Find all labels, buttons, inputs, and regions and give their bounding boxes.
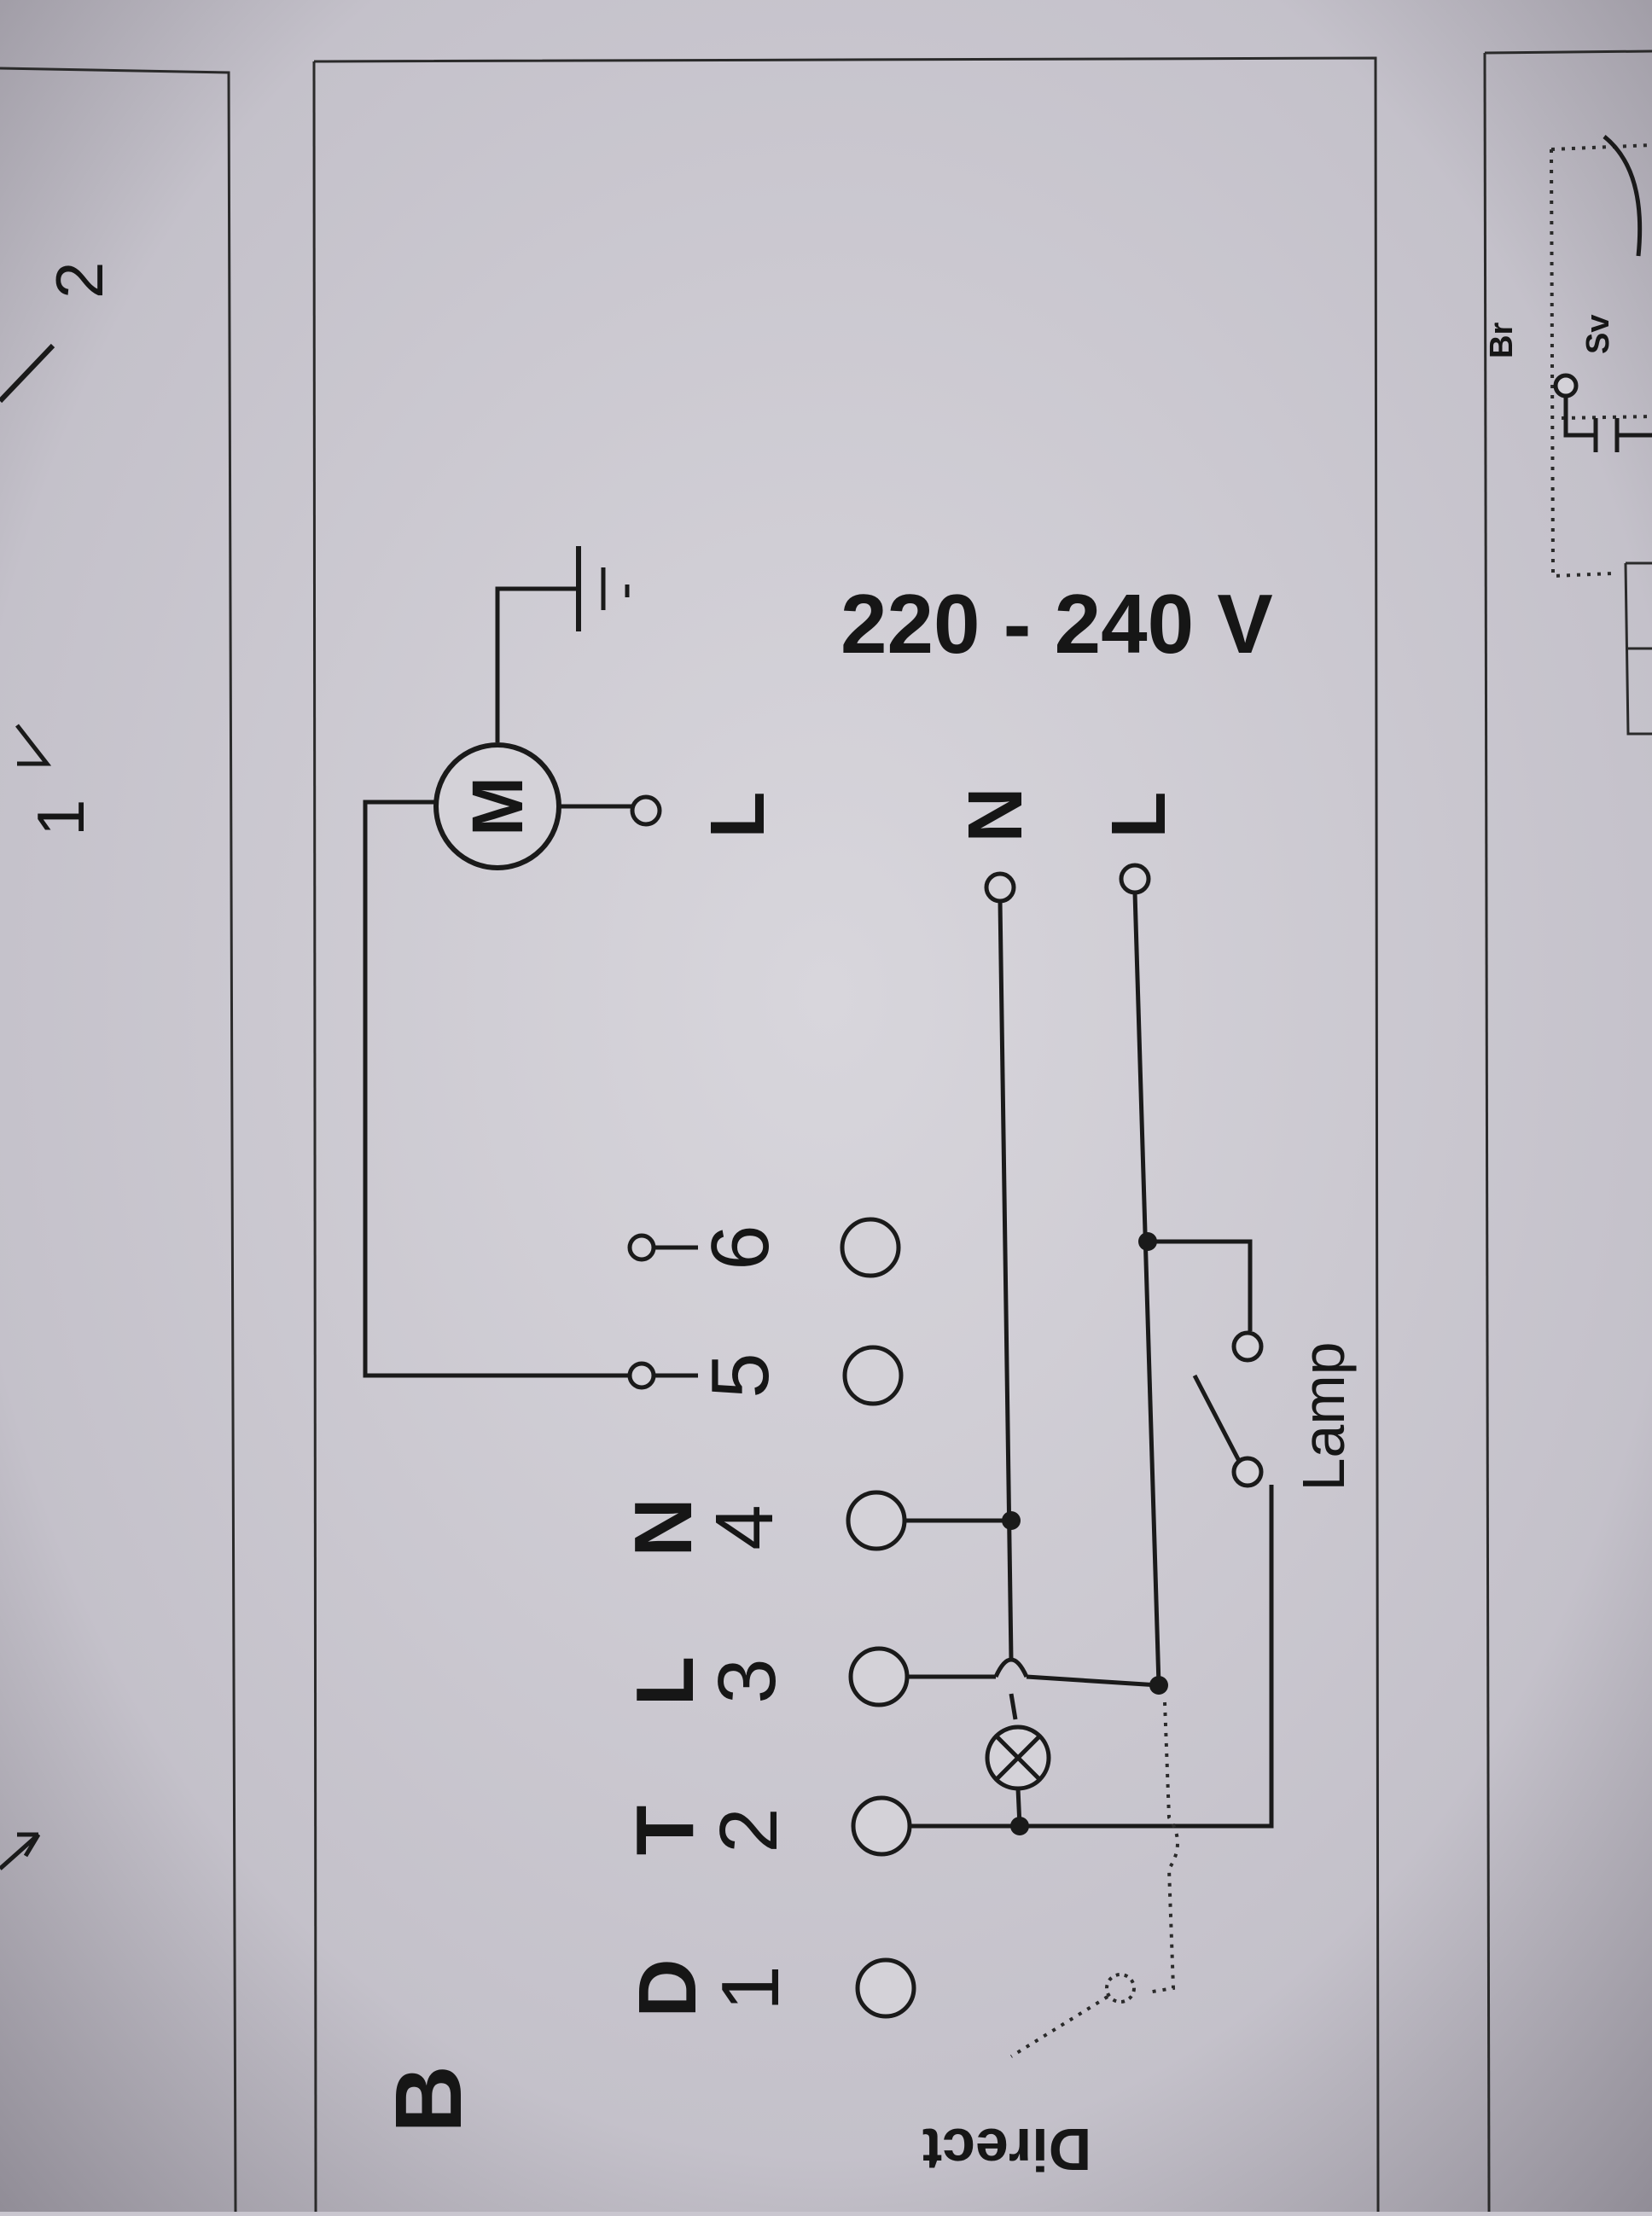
motor-symbol: M xyxy=(433,742,561,870)
terminal-5-number: 5 xyxy=(695,1352,786,1398)
direct-switch-icon xyxy=(1009,1701,1179,2058)
left-panel-number-2: 2 xyxy=(42,262,117,299)
terminal-4-number: 4 xyxy=(699,1504,790,1550)
line-junction xyxy=(1149,1676,1168,1695)
left-panel-fragment: 2 1 xyxy=(0,262,117,1870)
terminal-5 xyxy=(842,1345,904,1406)
terminal-2-wire xyxy=(910,1485,1274,1829)
right-panel-frame xyxy=(1484,49,1652,55)
motor-m-label: M xyxy=(457,776,538,836)
supply-line-terminal xyxy=(1119,863,1151,895)
neutral-wire xyxy=(998,900,1014,1661)
terminal-4 xyxy=(846,1490,907,1551)
terminal-1-number: 1 xyxy=(705,1965,796,2010)
terminal-6 xyxy=(840,1217,901,1278)
terminal-2 xyxy=(851,1795,912,1857)
line-wire xyxy=(1132,892,1161,1686)
terminal-3-number: 3 xyxy=(701,1658,793,1703)
left-panel-number-1: 1 xyxy=(23,800,98,836)
terminal-2-junction xyxy=(1010,1817,1029,1835)
ground-icon xyxy=(495,546,630,742)
left-panel-frame xyxy=(0,67,237,2213)
terminal-1 xyxy=(855,1957,916,2019)
terminal-2-number: 2 xyxy=(703,1807,794,1852)
right-label-sv: Sv xyxy=(1580,315,1616,354)
motor-line-label: L xyxy=(695,792,781,839)
terminal-3 xyxy=(848,1646,910,1707)
lamp-switch-icon xyxy=(1148,1239,1264,1488)
wire-crossover-hop xyxy=(993,1657,1029,1678)
terminal-6-number: 6 xyxy=(695,1224,786,1270)
terminal-block: 6 5 N 4 L 3 T 2 D 1 xyxy=(618,1217,916,2019)
motor-line-terminal xyxy=(630,794,662,827)
left-arrow-mark xyxy=(0,1832,41,1870)
right-label-br: Br xyxy=(1484,323,1520,358)
left-switch-mark-mid xyxy=(15,724,52,766)
direct-label: Direct xyxy=(922,2116,1091,2183)
supply-line-label: L xyxy=(1096,792,1182,839)
terminal-3-wire xyxy=(907,1674,1160,1688)
terminal-4-letter: N xyxy=(618,1498,709,1556)
indicator-lamp-icon xyxy=(985,1725,1051,1791)
motor-return-wire xyxy=(363,800,630,1378)
panel-b-label: B xyxy=(376,2065,481,2132)
right-panel-fragment: Br Sv xyxy=(1484,135,1652,736)
neutral-junction xyxy=(1002,1511,1021,1530)
terminal-2-letter: T xyxy=(620,1806,711,1856)
main-panel-frame xyxy=(313,56,1380,2213)
supply-neutral-terminal xyxy=(984,871,1016,904)
lamp-label: Lamp xyxy=(1290,1341,1357,1491)
supply-neutral-label: N xyxy=(953,788,1038,843)
left-switch-mark-top xyxy=(0,343,55,404)
voltage-label: 220 - 240 V xyxy=(841,577,1273,671)
terminal-3-letter: L xyxy=(620,1656,711,1707)
terminal-1-letter: D xyxy=(622,1958,713,2017)
